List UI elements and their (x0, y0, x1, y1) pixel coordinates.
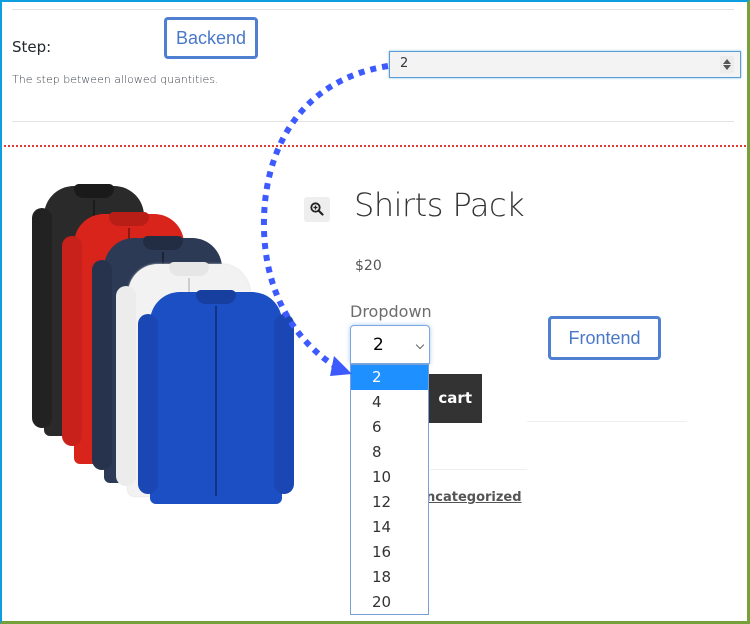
quantity-option[interactable]: 4 (372, 393, 382, 411)
divider (527, 421, 687, 422)
quantity-options-list: 2 4 6 8 10 12 14 16 18 20 (350, 364, 429, 615)
magnifier-plus-icon (310, 202, 324, 216)
quantity-option[interactable]: 10 (372, 468, 392, 486)
step-number-input[interactable]: 2 (389, 51, 741, 78)
quantity-option[interactable]: 16 (372, 543, 392, 561)
step-input-value: 2 (400, 56, 409, 71)
quantity-option[interactable]: 14 (372, 518, 392, 536)
quantity-option[interactable]: 6 (372, 418, 382, 436)
quantity-option[interactable]: 2 (351, 365, 428, 390)
quantity-select[interactable]: 2 (350, 325, 430, 364)
divider (430, 469, 527, 470)
quantity-option[interactable]: 12 (372, 493, 392, 511)
divider (12, 121, 734, 122)
quantity-dropdown-label: Dropdown (350, 302, 432, 321)
quantity-option[interactable]: 18 (372, 568, 392, 586)
quantity-option[interactable]: 20 (372, 593, 392, 611)
quantity-selected-value: 2 (373, 335, 384, 355)
product-title: Shirts Pack (354, 186, 525, 224)
backend-annotation: Backend (164, 17, 258, 59)
section-divider (0, 145, 750, 147)
product-price: $20 (355, 258, 382, 274)
step-field-description: The step between allowed quantities. (12, 73, 219, 86)
spinner-arrows-icon[interactable] (720, 56, 734, 73)
step-field-label: Step: (12, 38, 52, 56)
quantity-option[interactable]: 8 (372, 443, 382, 461)
image-zoom-button[interactable] (304, 197, 330, 222)
product-image[interactable] (30, 180, 294, 505)
frontend-annotation: Frontend (548, 316, 661, 360)
chevron-down-icon (415, 340, 425, 350)
divider (12, 9, 734, 10)
category-link[interactable]: ncategorized (426, 490, 522, 505)
